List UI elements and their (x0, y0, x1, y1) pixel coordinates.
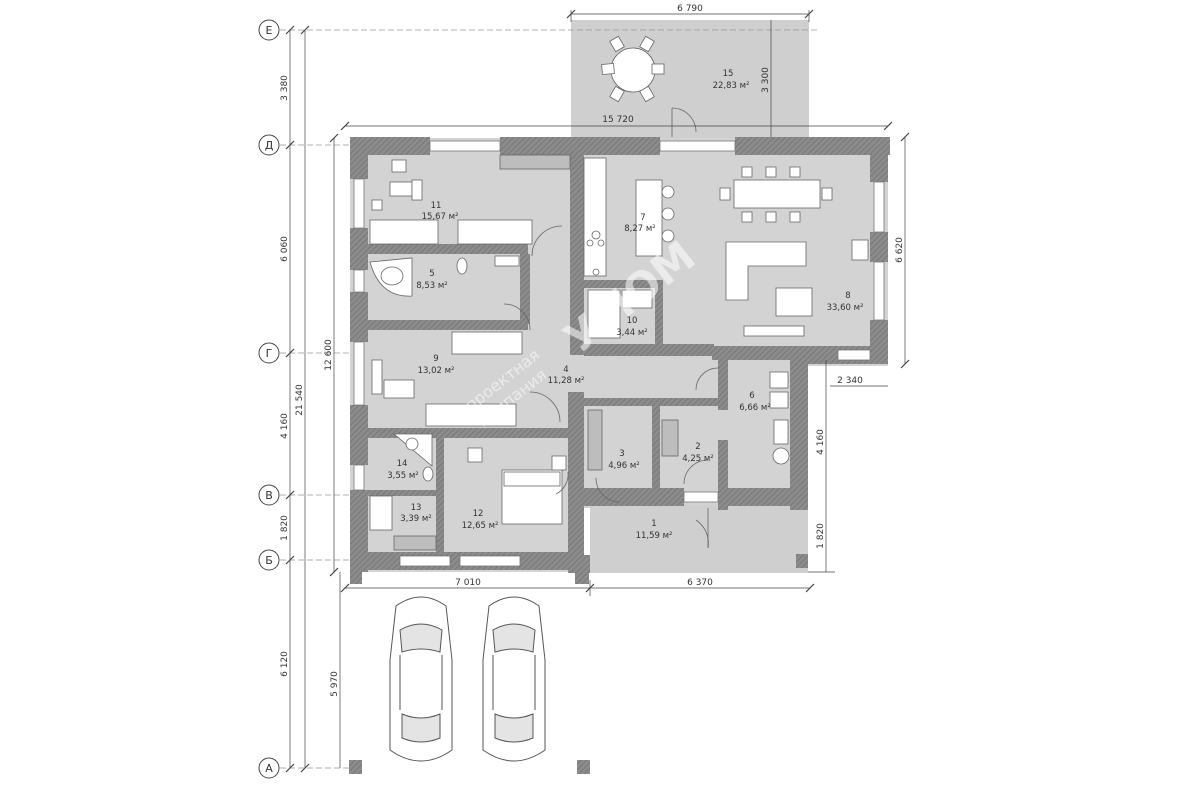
room-2-area: 4,25 м² (682, 454, 713, 464)
dim-right-upper: 6 620 (895, 237, 905, 263)
room-4-area: 11,28 м² (548, 376, 585, 386)
axis-marker-d: Д (258, 134, 280, 156)
room-6-number: 6 (749, 391, 754, 401)
furniture (369, 35, 869, 551)
axis-marker-g: Г (258, 342, 280, 364)
svg-text:В: В (265, 489, 273, 502)
windows (353, 140, 885, 567)
dimension-ticks (285, 9, 910, 773)
room-1-number: 1 (651, 519, 656, 529)
dimension-lines (289, 10, 906, 768)
room-labels: 15 22,83 м² 11 15,67 м² 7 8,27 м² 8 33,6… (387, 69, 863, 541)
axis-markers: Е Д Г В Б А (258, 19, 280, 779)
dim-terrace-width: 6 790 (677, 4, 703, 14)
room-12-area: 12,65 м² (462, 521, 499, 531)
dim-total-depth: 21 540 (295, 384, 305, 416)
dim-bottom-right: 6 370 (687, 578, 713, 588)
dim-house-width: 15 720 (602, 115, 634, 125)
terrace-round-table (610, 47, 656, 93)
dim-left-b-a: 6 120 (280, 651, 290, 677)
room-7-area: 8,27 м² (624, 224, 655, 234)
room-7-number: 7 (640, 213, 645, 223)
dim-right-step: 2 340 (837, 376, 863, 386)
room-15-number: 15 (723, 69, 734, 79)
axis-marker-a: А (258, 757, 280, 779)
room-8-area: 33,60 м² (827, 303, 864, 313)
svg-text:Е: Е (266, 24, 273, 37)
room-14-number: 14 (397, 459, 408, 469)
dim-left-d-g: 6 060 (280, 236, 290, 262)
car-left (389, 596, 453, 762)
room-12-number: 12 (473, 509, 484, 519)
room-2-number: 2 (695, 442, 700, 452)
room-5-number: 5 (429, 269, 434, 279)
carport-cars (389, 596, 546, 762)
dimension-labels: 6 790 3 300 15 720 12 600 21 540 3 380 6… (280, 4, 905, 697)
room-8-number: 8 (845, 291, 850, 301)
room-11-number: 11 (431, 201, 442, 211)
car-right (482, 596, 546, 762)
room-11-area: 15,67 м² (422, 212, 459, 222)
room-3-number: 3 (619, 449, 624, 459)
room-13-number: 13 (411, 503, 422, 513)
room-15-area: 22,83 м² (713, 81, 750, 91)
dim-left-e-d: 3 380 (280, 75, 290, 101)
house-floor-left-wing (350, 360, 572, 572)
room-6-area: 6,66 м² (739, 403, 770, 413)
room-10-number: 10 (627, 316, 638, 326)
axis-marker-b: Б (258, 549, 280, 571)
dim-house-depth: 12 600 (324, 339, 334, 371)
terrace-floor (571, 20, 809, 138)
room-9-area: 13,02 м² (418, 366, 455, 376)
room-4-number: 4 (563, 365, 568, 375)
axis-marker-v: В (258, 484, 280, 506)
dim-right-mid: 4 160 (816, 429, 826, 455)
porch-floor (590, 505, 808, 573)
dim-terrace-depth: 3 300 (761, 67, 771, 93)
svg-text:Г: Г (266, 347, 273, 360)
dim-right-lower: 1 820 (816, 523, 826, 549)
dim-carport-depth: 5 970 (330, 671, 340, 697)
svg-text:Б: Б (265, 554, 273, 567)
dim-left-v-b: 1 820 (280, 515, 290, 541)
room-13-area: 3,39 м² (400, 514, 431, 524)
dim-bottom-left: 7 010 (455, 578, 481, 588)
axis-grid (280, 29, 820, 769)
axis-marker-e: Е (258, 19, 280, 41)
room-10-area: 3,44 м² (616, 328, 647, 338)
room-9-number: 9 (433, 354, 438, 364)
room-14-area: 3,55 м² (387, 471, 418, 481)
svg-text:Д: Д (265, 139, 274, 152)
svg-text:А: А (265, 762, 273, 775)
dim-left-g-v: 4 160 (280, 413, 290, 439)
room-3-area: 4,96 м² (608, 461, 639, 471)
house-floor-core (572, 360, 808, 508)
room-5-area: 8,53 м² (416, 281, 447, 291)
room-1-area: 11,59 м² (636, 531, 673, 541)
